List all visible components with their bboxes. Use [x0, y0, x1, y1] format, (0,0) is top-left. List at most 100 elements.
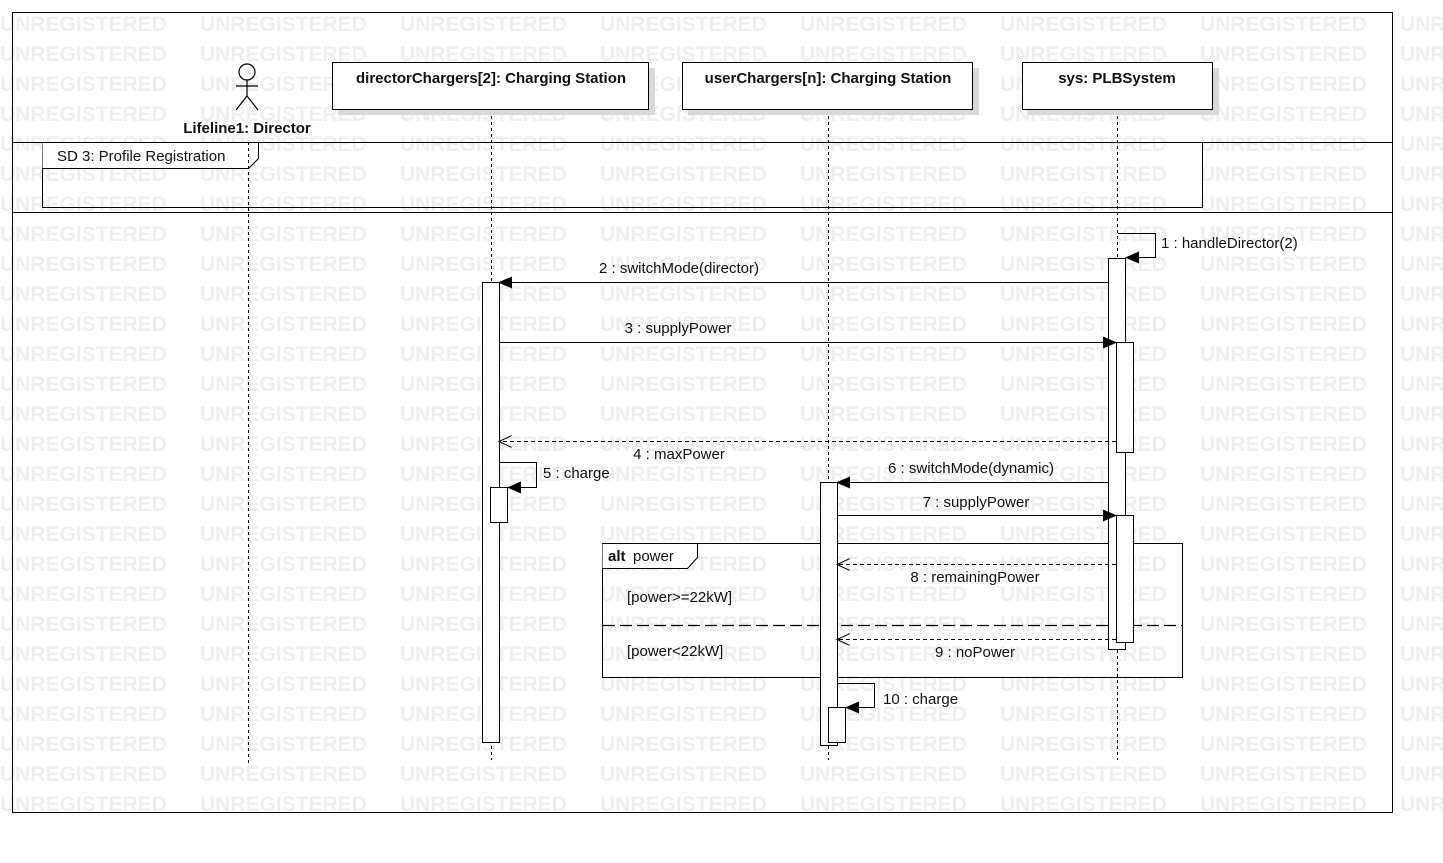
watermark-text: UNREGISTERED — [1200, 103, 1367, 126]
watermark-text: UNREGISTERED — [400, 43, 567, 66]
watermark-text: UNREGISTERED — [600, 763, 767, 786]
watermark-text: UNREGISTERED — [0, 103, 167, 126]
watermark-text: UNREGISTERED — [600, 703, 767, 726]
watermark-text: UNREGISTERED — [0, 373, 167, 396]
alt-name: power — [633, 548, 674, 565]
lifelines: Lifeline1: Director directorChargers[2]:… — [183, 62, 1219, 763]
message-5-label: 5 : charge — [543, 465, 610, 482]
watermark-text: UNREGISTERED — [1200, 73, 1367, 96]
watermark-text: UNREGISTERED — [400, 733, 567, 756]
watermark-text: UNREGISTERED — [1400, 253, 1443, 276]
activations — [482, 258, 1134, 746]
watermark-text: UNREGISTERED — [600, 163, 767, 186]
watermark-text: UNREGISTERED — [0, 313, 167, 336]
watermark-text: UNREGISTERED — [0, 283, 167, 306]
watermark-text: UNREGISTERED — [800, 793, 967, 816]
watermark-text: UNREGISTERED — [1200, 343, 1367, 366]
watermark-text: UNREGISTERED — [1200, 463, 1367, 486]
watermark-text: UNREGISTERED — [1200, 253, 1367, 276]
watermark-text: UNREGISTERED — [1400, 193, 1443, 216]
watermark-text: UNREGISTERED — [800, 223, 967, 246]
message-8: 8 : remainingPower — [837, 565, 1116, 586]
watermark-text: UNREGISTERED — [200, 523, 367, 546]
watermark-text: UNREGISTERED — [400, 253, 567, 276]
alt-fragment: alt power [power>=22kW] [power<22kW] — [602, 543, 1183, 678]
watermark-text: UNREGISTERED — [600, 463, 767, 486]
watermark-text: UNREGISTERED — [400, 163, 567, 186]
watermark-text: UNREGISTERED — [1200, 583, 1367, 606]
watermark-text: UNREGISTERED — [1200, 133, 1367, 156]
watermark-text: UNREGISTERED — [1000, 223, 1167, 246]
message-5: 5 : charge — [499, 462, 610, 494]
watermark-text: UNREGISTERED — [1000, 283, 1167, 306]
watermark-text: UNREGISTERED — [1200, 13, 1367, 36]
watermark-text: UNREGISTERED — [800, 373, 967, 396]
watermark-text: UNREGISTERED — [1200, 643, 1367, 666]
message-6: 6 : switchMode(dynamic) — [836, 460, 1108, 489]
watermark-text: UNREGISTERED — [1200, 433, 1367, 456]
watermark-text: UNREGISTERED — [800, 163, 967, 186]
watermark-text: UNREGISTERED — [1400, 463, 1443, 486]
watermark-text: UNREGISTERED — [1400, 673, 1443, 696]
watermark-text: UNREGISTERED — [1400, 103, 1443, 126]
watermark-text: UNREGISTERED — [1000, 733, 1167, 756]
watermark-text: UNREGISTERED — [1200, 763, 1367, 786]
watermark-text: UNREGISTERED — [1000, 313, 1167, 336]
watermark-text: UNREGISTERED — [200, 463, 367, 486]
watermark-text: UNREGISTERED — [0, 463, 167, 486]
watermark-text: UNREGISTERED — [400, 223, 567, 246]
watermark-text: UNREGISTERED — [0, 793, 167, 816]
watermark-text: UNREGISTERED — [1000, 793, 1167, 816]
watermark-text: UNREGISTERED — [600, 13, 767, 36]
watermark-text: UNREGISTERED — [1400, 163, 1443, 186]
watermark-text: UNREGISTERED — [0, 433, 167, 456]
watermark-text: UNREGISTERED — [1400, 43, 1443, 66]
watermark-text: UNREGISTERED — [1400, 343, 1443, 366]
watermark-text: UNREGISTERED — [600, 613, 767, 636]
activation-sys-supply-2 — [1116, 515, 1134, 643]
lifeline-label-director-chargers: directorChargers[2]: Charging Station — [356, 70, 626, 87]
watermark-text: UNREGISTERED — [1400, 703, 1443, 726]
watermark-text: UNREGISTERED — [800, 613, 967, 636]
watermark-text: UNREGISTERED — [0, 493, 167, 516]
watermark-text: UNREGISTERED — [200, 313, 367, 336]
watermark-text: UNREGISTERED — [0, 403, 167, 426]
watermark-text: UNREGISTERED — [800, 13, 967, 36]
watermark-text: UNREGISTERED — [200, 493, 367, 516]
watermark-text: UNREGISTERED — [1000, 43, 1167, 66]
message-6-label: 6 : switchMode(dynamic) — [888, 460, 1054, 477]
watermark-text: UNREGISTERED — [1400, 733, 1443, 756]
watermark-text: UNREGISTERED — [800, 583, 967, 606]
watermark-text: UNREGISTERED — [800, 283, 967, 306]
watermark-text: UNREGISTERED — [1400, 763, 1443, 786]
watermark-text: UNREGISTERED — [200, 343, 367, 366]
watermark-text: UNREGISTERED — [1200, 493, 1367, 516]
watermark-text: UNREGISTERED — [1400, 283, 1443, 306]
watermark-text: UNREGISTERED — [1400, 373, 1443, 396]
frame-label: SD 3: Profile Registration — [57, 148, 225, 165]
watermark-text: UNREGISTERED — [600, 223, 767, 246]
message-10: 10 : charge — [837, 683, 958, 714]
watermark-text: UNREGISTERED — [200, 103, 367, 126]
message-1-label: 1 : handleDirector(2) — [1161, 235, 1298, 252]
watermark-text: UNREGISTERED — [1400, 133, 1443, 156]
watermark-text: UNREGISTERED — [0, 43, 167, 66]
watermark-text: UNREGISTERED — [800, 433, 967, 456]
watermark-text: UNREGISTERED — [200, 613, 367, 636]
watermark-text: UNREGISTERED — [200, 253, 367, 276]
watermark-text: UNREGISTERED — [800, 253, 967, 276]
watermark-text: UNREGISTERED — [1200, 163, 1367, 186]
watermark-text: UNREGISTERED — [800, 673, 967, 696]
watermark-text: UNREGISTERED — [0, 73, 167, 96]
watermark-text: UNREGISTERED — [1000, 643, 1167, 666]
watermark-text: UNREGISTERED — [400, 793, 567, 816]
watermark-text: UNREGISTERED — [400, 763, 567, 786]
watermark-text: UNREGISTERED — [400, 133, 567, 156]
watermark-text: UNREGISTERED — [200, 283, 367, 306]
message-8-label: 8 : remainingPower — [910, 569, 1039, 586]
watermark-text: UNREGISTERED — [1200, 283, 1367, 306]
watermark-text: UNREGISTERED — [800, 493, 967, 516]
watermark-text: UNREGISTERED — [600, 673, 767, 696]
watermark-text: UNREGISTERED — [1000, 763, 1167, 786]
diagram-frame — [12, 12, 1393, 813]
